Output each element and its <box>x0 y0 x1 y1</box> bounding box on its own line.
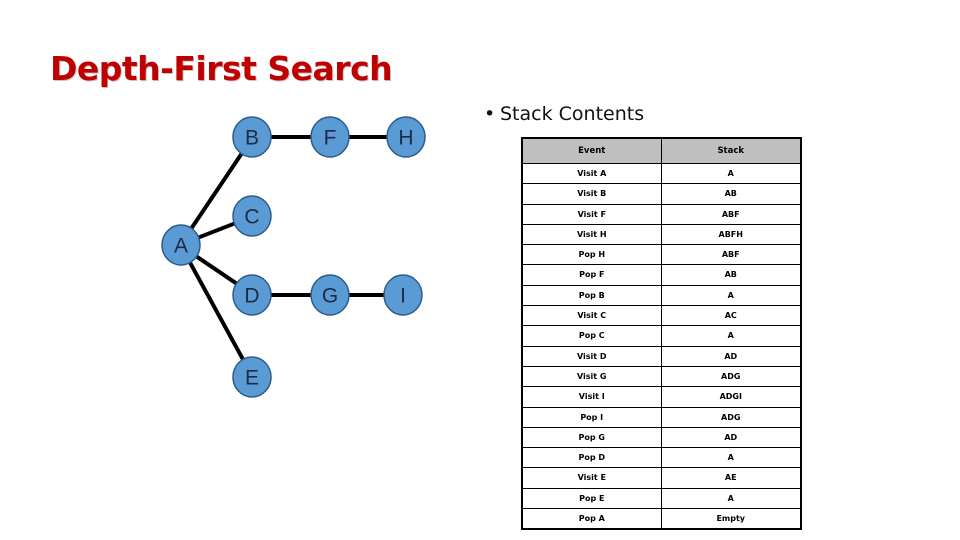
graph-node-e[interactable]: E <box>232 356 272 398</box>
graph-edge-a-c <box>195 220 238 241</box>
cell-event: Visit A <box>521 162 662 185</box>
graph-node-i[interactable]: I <box>383 274 423 316</box>
node-circle-g <box>310 274 350 316</box>
cell-event: Visit B <box>521 183 662 205</box>
node-label-a: A <box>174 235 188 258</box>
cell-stack: A <box>660 325 802 347</box>
node-label-e: E <box>245 367 259 390</box>
cell-stack: A <box>660 487 802 510</box>
node-circle-d <box>232 274 272 316</box>
node-circle-e <box>232 356 272 398</box>
stack-contents-heading: •Stack Contents <box>484 103 644 125</box>
graph-node-h[interactable]: H <box>386 116 426 158</box>
column-header-stack: Stack <box>660 137 802 164</box>
graph-svg: A B C D E F H G I <box>161 116 426 398</box>
graph-diagram: A B C D E F H G I <box>0 95 470 425</box>
graph-node-b[interactable]: B <box>232 116 272 158</box>
node-label-d: D <box>244 285 259 308</box>
graph-node-layer: A B C D E F H G I <box>161 116 426 398</box>
cell-stack: A <box>660 447 802 469</box>
page-title: Depth-First Search <box>50 49 393 88</box>
graph-node-d[interactable]: D <box>232 274 272 316</box>
graph-node-c[interactable]: C <box>232 195 272 237</box>
node-label-b: B <box>245 127 259 150</box>
cell-event: Pop F <box>521 264 662 286</box>
cell-event: Visit F <box>521 203 662 225</box>
cell-stack: AD <box>660 345 802 367</box>
cell-stack: Empty <box>660 508 802 530</box>
node-circle-b <box>232 116 272 158</box>
cell-event: Pop C <box>521 325 662 347</box>
cell-event: Visit D <box>521 345 662 367</box>
cell-stack: ABF <box>660 203 802 225</box>
graph-edge-a-d <box>192 253 241 287</box>
node-circle-h <box>386 116 426 158</box>
cell-event: Pop E <box>521 487 662 510</box>
cell-event: Pop D <box>521 447 662 469</box>
node-label-c: C <box>244 206 259 229</box>
graph-edge-a-b <box>188 150 245 232</box>
cell-event: Pop I <box>521 406 662 428</box>
node-circle-f <box>310 116 350 158</box>
node-label-f: F <box>324 127 337 150</box>
cell-event: Pop G <box>521 426 662 449</box>
cell-event: Visit G <box>521 365 662 388</box>
cell-stack: ABFH <box>660 223 802 246</box>
node-label-g: G <box>322 285 338 308</box>
cell-stack: AC <box>660 305 802 327</box>
cell-stack: AD <box>660 426 802 449</box>
cell-event: Pop H <box>521 244 662 266</box>
cell-stack: A <box>660 162 802 185</box>
cell-stack: ADG <box>660 365 802 388</box>
graph-edge-a-e <box>186 259 247 363</box>
cell-stack: A <box>660 284 802 307</box>
graph-node-g[interactable]: G <box>310 274 350 316</box>
graph-node-f[interactable]: F <box>310 116 350 158</box>
bullet-marker-icon: • <box>484 103 496 125</box>
cell-stack: ADGI <box>660 386 802 408</box>
cell-stack: AB <box>660 264 802 286</box>
node-circle-c <box>232 195 272 237</box>
cell-event: Visit I <box>521 386 662 408</box>
graph-edge-layer <box>186 135 390 363</box>
cell-stack: ABF <box>660 244 802 266</box>
node-circle-a <box>161 224 201 266</box>
column-header-event: Event <box>521 137 662 164</box>
node-label-h: H <box>398 127 413 150</box>
cell-event: Visit H <box>521 223 662 246</box>
cell-stack: AB <box>660 183 802 205</box>
cell-stack: ADG <box>660 406 802 428</box>
graph-node-a[interactable]: A <box>161 224 201 266</box>
cell-event: Pop A <box>521 508 662 530</box>
cell-stack: AE <box>660 467 802 489</box>
stack-contents-label: Stack Contents <box>500 103 645 125</box>
cell-event: Visit E <box>521 467 662 489</box>
cell-event: Visit C <box>521 305 662 327</box>
node-circle-i <box>383 274 423 316</box>
node-label-i: I <box>400 285 406 308</box>
cell-event: Pop B <box>521 284 662 307</box>
